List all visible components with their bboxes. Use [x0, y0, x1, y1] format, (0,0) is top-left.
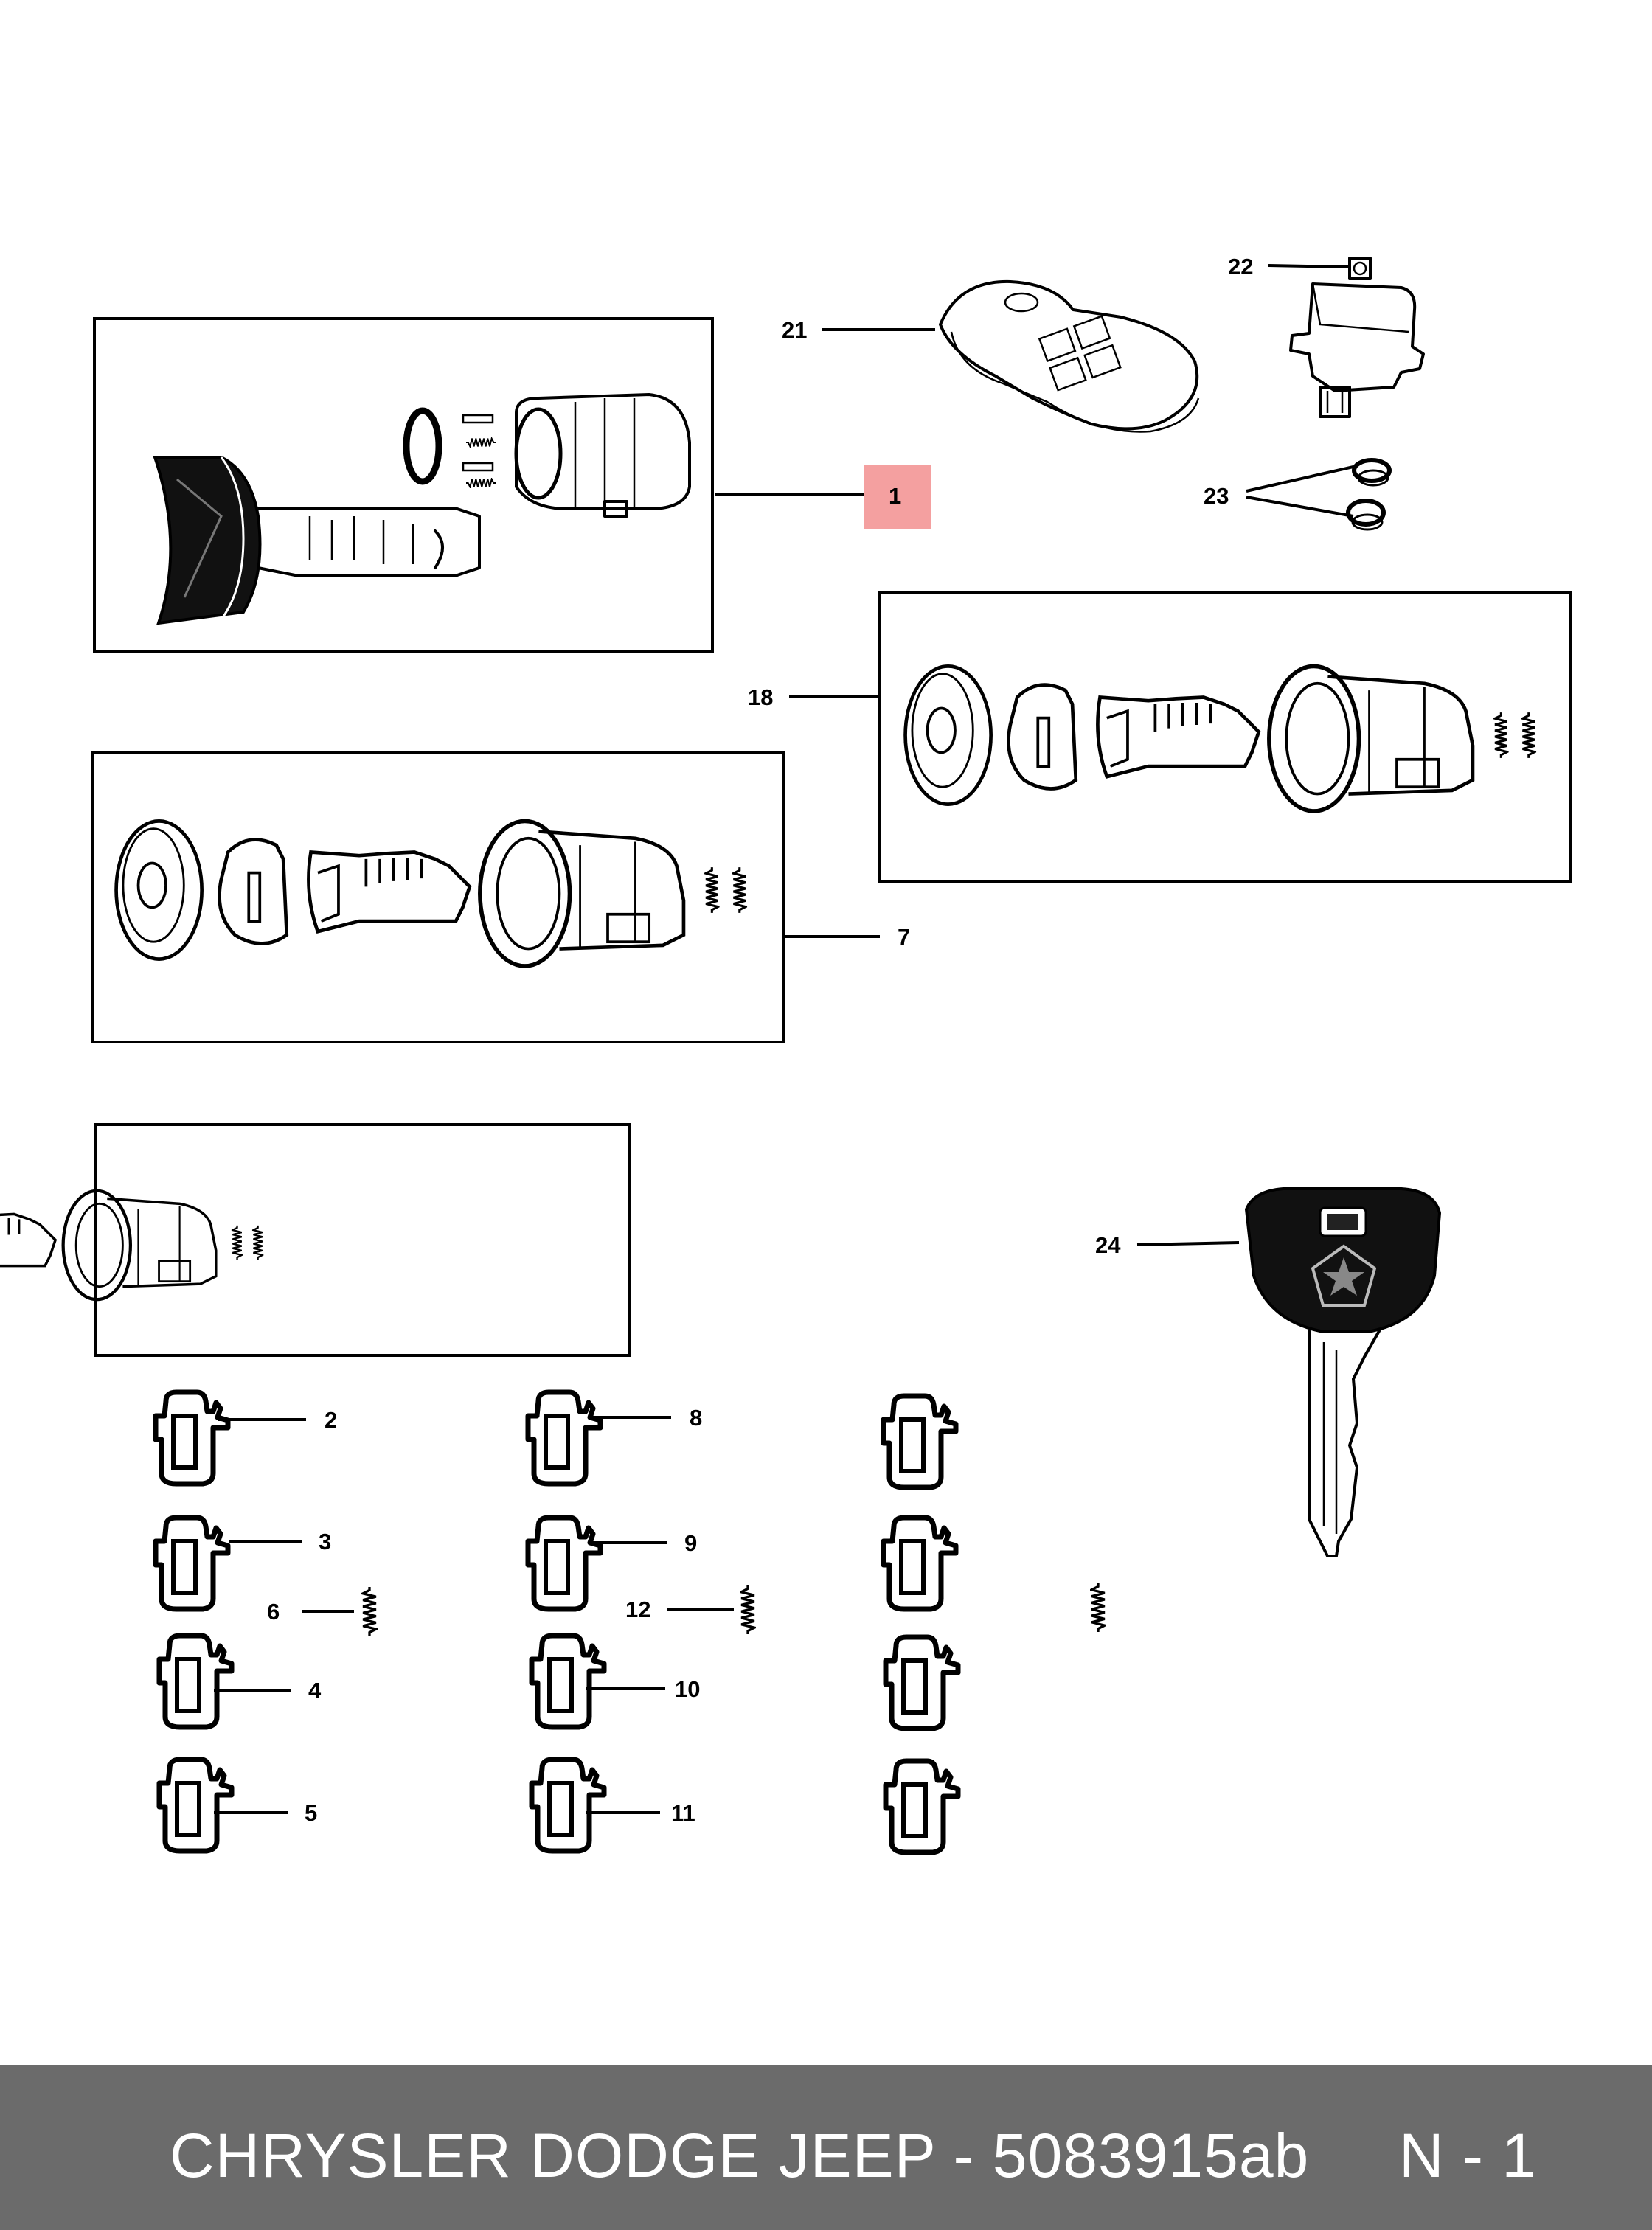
callout-3: 3 — [319, 1529, 331, 1555]
callout-24: 24 — [1095, 1232, 1121, 1258]
tumbler — [886, 1637, 958, 1729]
spring-12 — [740, 1584, 756, 1636]
callout-18: 18 — [748, 684, 773, 710]
tumbler — [886, 1761, 958, 1852]
tumbler-2 — [156, 1392, 228, 1484]
ignition-lock-box — [93, 317, 714, 653]
tumbler-9 — [528, 1518, 600, 1609]
tumbler — [884, 1396, 956, 1487]
lock-set-7-box — [91, 751, 785, 1043]
callout-12: 12 — [625, 1597, 650, 1622]
lock-set-7-illustration — [117, 821, 746, 966]
callout-1: 1 — [889, 483, 901, 509]
remote-key-fob — [939, 279, 1200, 433]
callout-10: 10 — [675, 1676, 700, 1702]
callout-4: 4 — [308, 1678, 322, 1703]
callout-2: 2 — [324, 1407, 337, 1433]
footer-bar — [0, 2065, 1652, 2230]
callout-8: 8 — [690, 1405, 702, 1431]
callout-1-highlight — [864, 465, 931, 529]
callout-23: 23 — [1204, 483, 1229, 509]
caps — [1346, 458, 1392, 531]
cylinder-housing-illustration — [0, 1191, 263, 1299]
key — [1244, 1187, 1442, 1557]
lock-set-18-illustration — [906, 666, 1535, 811]
callout-22: 22 — [1228, 254, 1253, 279]
callout-7: 7 — [898, 924, 910, 950]
lock-set-18-box — [878, 591, 1572, 883]
ignition-lock-illustration — [153, 393, 691, 625]
tumbler-11 — [532, 1760, 604, 1851]
tumbler-4 — [159, 1636, 232, 1727]
tumbler-3 — [156, 1518, 228, 1609]
tumbler-10 — [532, 1636, 604, 1727]
callout-11: 11 — [671, 1800, 695, 1826]
tumbler — [884, 1518, 956, 1609]
footer-caption: CHRYSLER DODGE JEEP - 5083915ab N - 1 — [170, 2121, 1538, 2190]
cylinder-housing-box — [94, 1123, 631, 1357]
tumbler-5 — [159, 1760, 232, 1851]
callout-6: 6 — [267, 1599, 280, 1625]
spring — [1090, 1582, 1106, 1633]
callout-9: 9 — [684, 1530, 697, 1556]
callout-21: 21 — [782, 317, 807, 343]
tumbler-8 — [528, 1392, 600, 1484]
control-module — [1289, 257, 1425, 418]
spring-6 — [361, 1585, 378, 1637]
callout-5: 5 — [305, 1800, 317, 1826]
